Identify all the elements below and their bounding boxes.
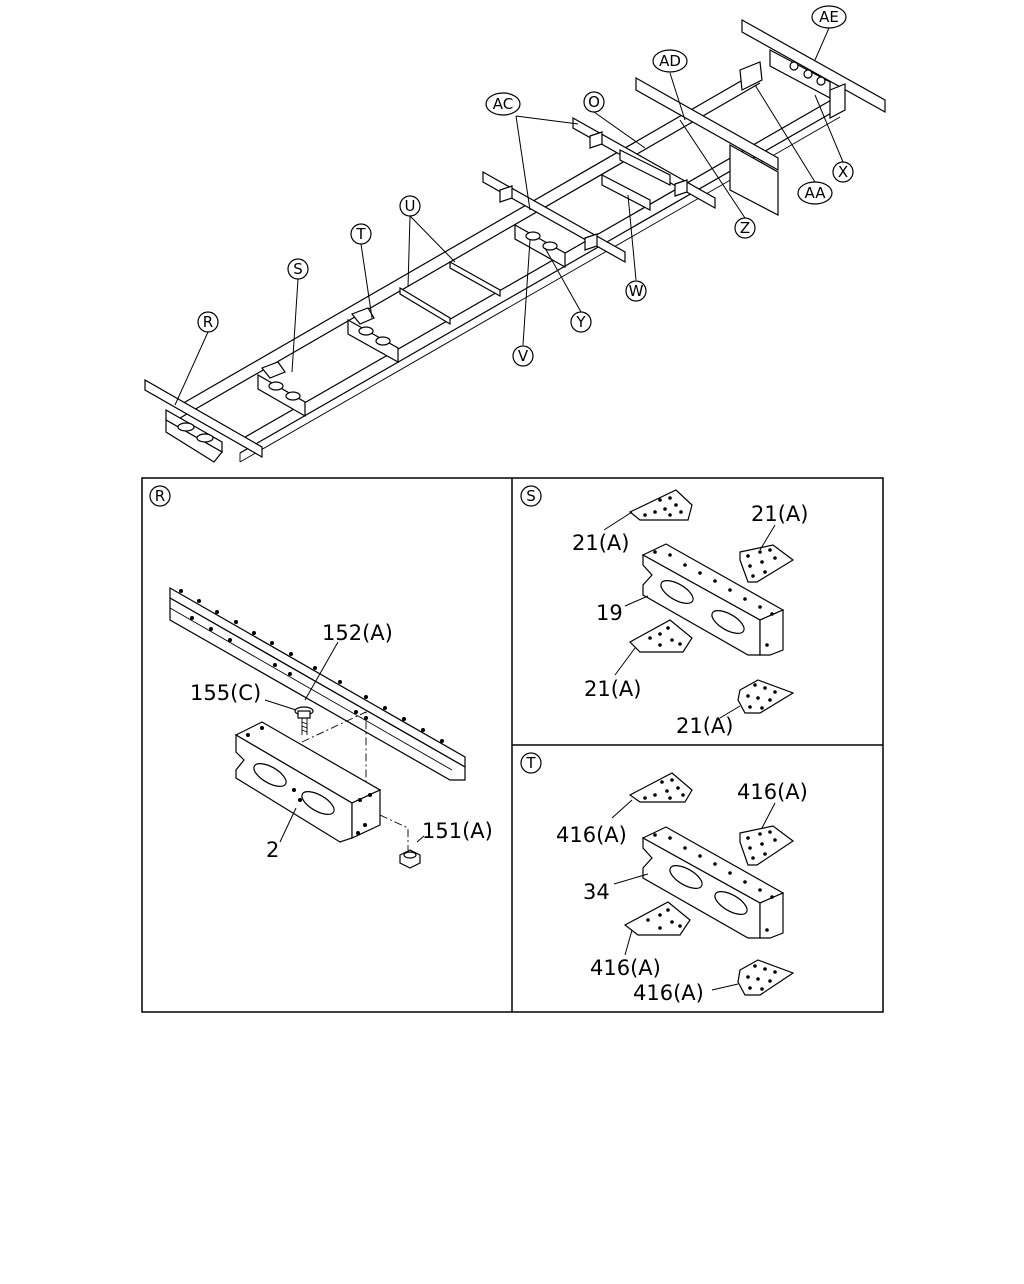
label-gusset-top-left: 416(A) <box>556 823 627 847</box>
label-gusset-bottom-right: 416(A) <box>633 981 704 1005</box>
callout-ac: AC <box>485 92 521 116</box>
svg-text:AD: AD <box>659 52 681 70</box>
svg-text:V: V <box>518 347 529 365</box>
detail-panels-frame <box>141 477 884 1013</box>
crossmember-19 <box>641 543 785 656</box>
svg-text:Y: Y <box>575 313 586 331</box>
svg-text:O: O <box>588 93 600 111</box>
crossmember-ae <box>739 18 886 119</box>
callout-x: X <box>832 161 854 183</box>
callout-ad: AD <box>652 49 688 73</box>
detail-panel-t: T 416(A) 416(A) <box>520 752 808 1005</box>
label-gusset-bottom-right: 21(A) <box>676 714 733 738</box>
label-gusset-top-left: 21(A) <box>572 531 629 555</box>
crossbar-ad <box>635 76 779 216</box>
crossmember-34 <box>641 826 785 939</box>
gusset-top-right <box>739 544 795 583</box>
panel-badge-r: R <box>149 485 171 507</box>
svg-text:U: U <box>405 197 416 215</box>
callout-s: S <box>287 258 309 280</box>
crossmember-w <box>601 149 671 211</box>
gusset-top-left <box>628 489 693 521</box>
detail-panel-r: R 152(A) <box>149 485 493 869</box>
gusset-bottom-left <box>629 619 693 653</box>
svg-text:X: X <box>838 163 848 181</box>
label-crossmember-2: 2 <box>266 838 279 862</box>
bolt <box>294 706 314 735</box>
label-bolt: 155(C) <box>190 681 261 705</box>
svg-text:S: S <box>293 260 303 278</box>
gusset-bottom-left <box>623 901 691 936</box>
crossmembers-u <box>399 260 501 326</box>
svg-text:AA: AA <box>805 184 827 202</box>
detail-panel-s: S 21(A) 21(A) <box>520 485 808 738</box>
svg-text:T: T <box>525 754 536 772</box>
gusset-bottom-right <box>737 959 795 996</box>
callout-o: O <box>583 91 605 113</box>
svg-text:T: T <box>355 225 366 243</box>
callout-u: U <box>399 195 421 217</box>
label-crossmember-34: 34 <box>583 880 610 904</box>
side-rails <box>179 69 841 463</box>
crossmember-v <box>514 223 566 269</box>
callout-v: V <box>512 345 534 367</box>
label-crossmember-19: 19 <box>596 601 623 625</box>
callout-z: Z <box>734 217 756 239</box>
callout-leaders <box>174 27 844 406</box>
nut <box>399 849 421 869</box>
callout-t: T <box>350 223 372 245</box>
callout-aa: AA <box>797 181 833 205</box>
label-gusset-bottom-left: 21(A) <box>584 677 641 701</box>
label-gusset-bottom-left: 416(A) <box>590 956 661 980</box>
gusset-top-left <box>628 772 693 803</box>
label-nut: 151(A) <box>422 819 493 843</box>
svg-text:AE: AE <box>819 8 839 26</box>
label-gusset-top-right: 21(A) <box>751 502 808 526</box>
chassis-frame-overview: AE AD AC O X AA <box>144 5 886 463</box>
callout-ae: AE <box>811 5 847 29</box>
callout-r: R <box>197 311 219 333</box>
svg-text:W: W <box>629 282 644 300</box>
callout-w: W <box>625 280 647 302</box>
panel-badge-t: T <box>520 752 542 774</box>
panel-badge-s: S <box>520 485 542 507</box>
svg-text:R: R <box>203 313 213 331</box>
label-reinforcement: 152(A) <box>322 621 393 645</box>
label-gusset-top-right: 416(A) <box>737 780 808 804</box>
gusset-bottom-right <box>737 679 795 714</box>
crossmember-2 <box>234 721 382 843</box>
crossmember-t <box>347 307 399 364</box>
callout-y: Y <box>570 311 592 333</box>
callout-bubbles: AE AD AC O X AA <box>197 5 854 367</box>
svg-text:R: R <box>155 487 165 505</box>
crossbar-ac-front <box>482 170 626 264</box>
gusset-top-right <box>739 825 795 866</box>
svg-text:Z: Z <box>740 219 750 237</box>
crossmember-r <box>144 378 263 463</box>
svg-text:AC: AC <box>493 95 513 113</box>
crossmember-s <box>257 361 306 418</box>
svg-text:S: S <box>526 487 536 505</box>
